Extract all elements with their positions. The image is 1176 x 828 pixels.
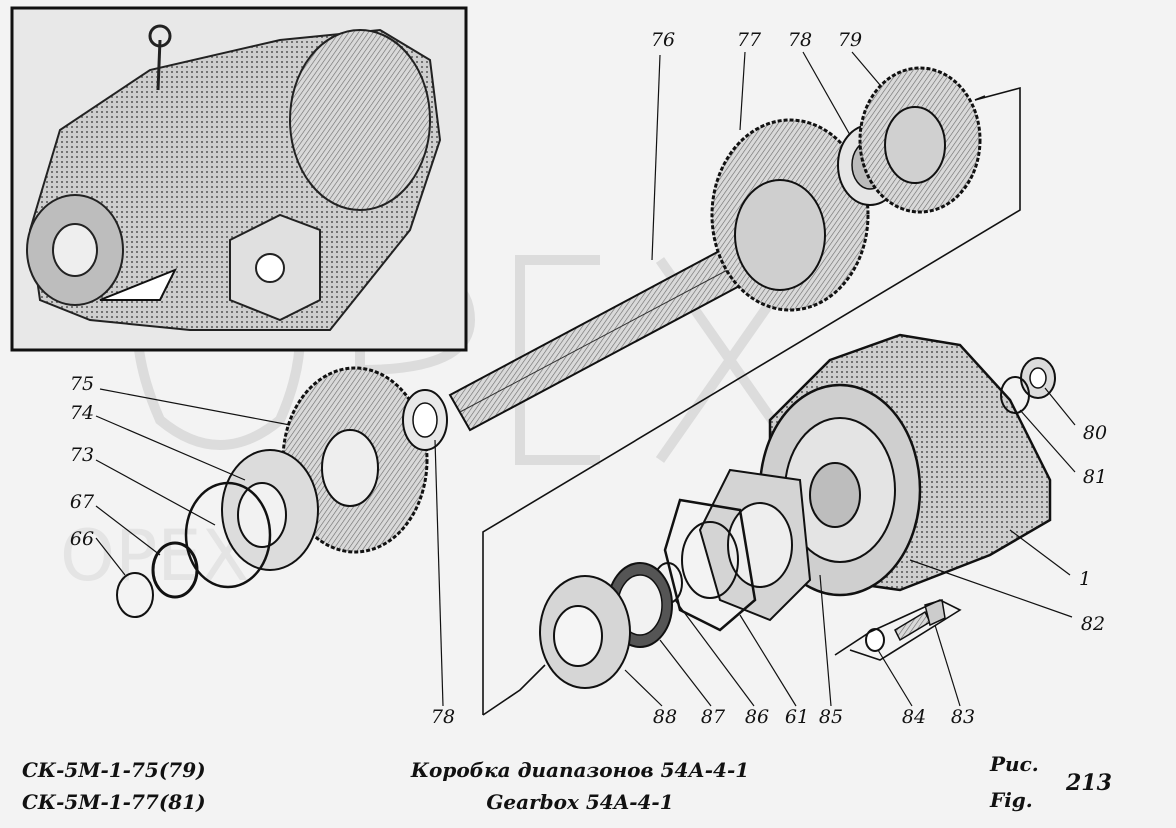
figure-number: 213 [1066,770,1112,796]
fig-label-en: Fig. [990,788,1033,812]
inset-photo [10,6,468,352]
title-english: Gearbox 54A-4-1 [486,790,674,814]
nut-80 [1020,357,1056,399]
housing-1 [758,333,1052,597]
title-russian: Коробка диапазонов 54А-4-1 [410,758,750,782]
bearing-88 [539,575,631,689]
leader-lines [95,51,1076,707]
label-81: 81 [1082,466,1108,488]
ring-66 [116,572,154,618]
label-73: 73 [69,444,95,466]
label-77: 77 [736,29,762,51]
model-code-2: СК-5М-1-77(81) [22,790,206,814]
snap-ring-73 [184,481,272,589]
label-67: 67 [69,491,95,513]
label-80: 80 [1082,422,1108,444]
label-82: 82 [1080,613,1106,635]
label-79: 79 [837,29,863,51]
label-66: 66 [69,528,95,550]
label-75: 75 [69,373,95,395]
gear-77 [710,118,870,312]
label-88: 88 [652,706,678,728]
label-83: 83 [950,706,976,728]
label-1: 1 [1078,568,1092,590]
gasket-61 [663,498,757,632]
bolt-83 [894,599,946,642]
label-78-bottom: 78 [430,706,456,728]
label-78-top: 78 [787,29,813,51]
model-code-1: СК-5М-1-75(79) [22,758,206,782]
label-87: 87 [700,706,726,728]
label-84: 84 [901,706,927,728]
bearing-74 [221,449,319,571]
washer-81 [1000,376,1030,414]
label-76: 76 [650,29,676,51]
label-61: 61 [784,706,810,728]
label-86: 86 [744,706,770,728]
ring-67 [151,541,199,599]
bearing-78-bottom [402,389,448,451]
fig-label-ru: Рис. [990,752,1039,776]
label-74: 74 [69,402,95,424]
gear-79 [858,66,982,214]
label-85: 85 [818,706,844,728]
assembly-lines [482,86,1021,716]
